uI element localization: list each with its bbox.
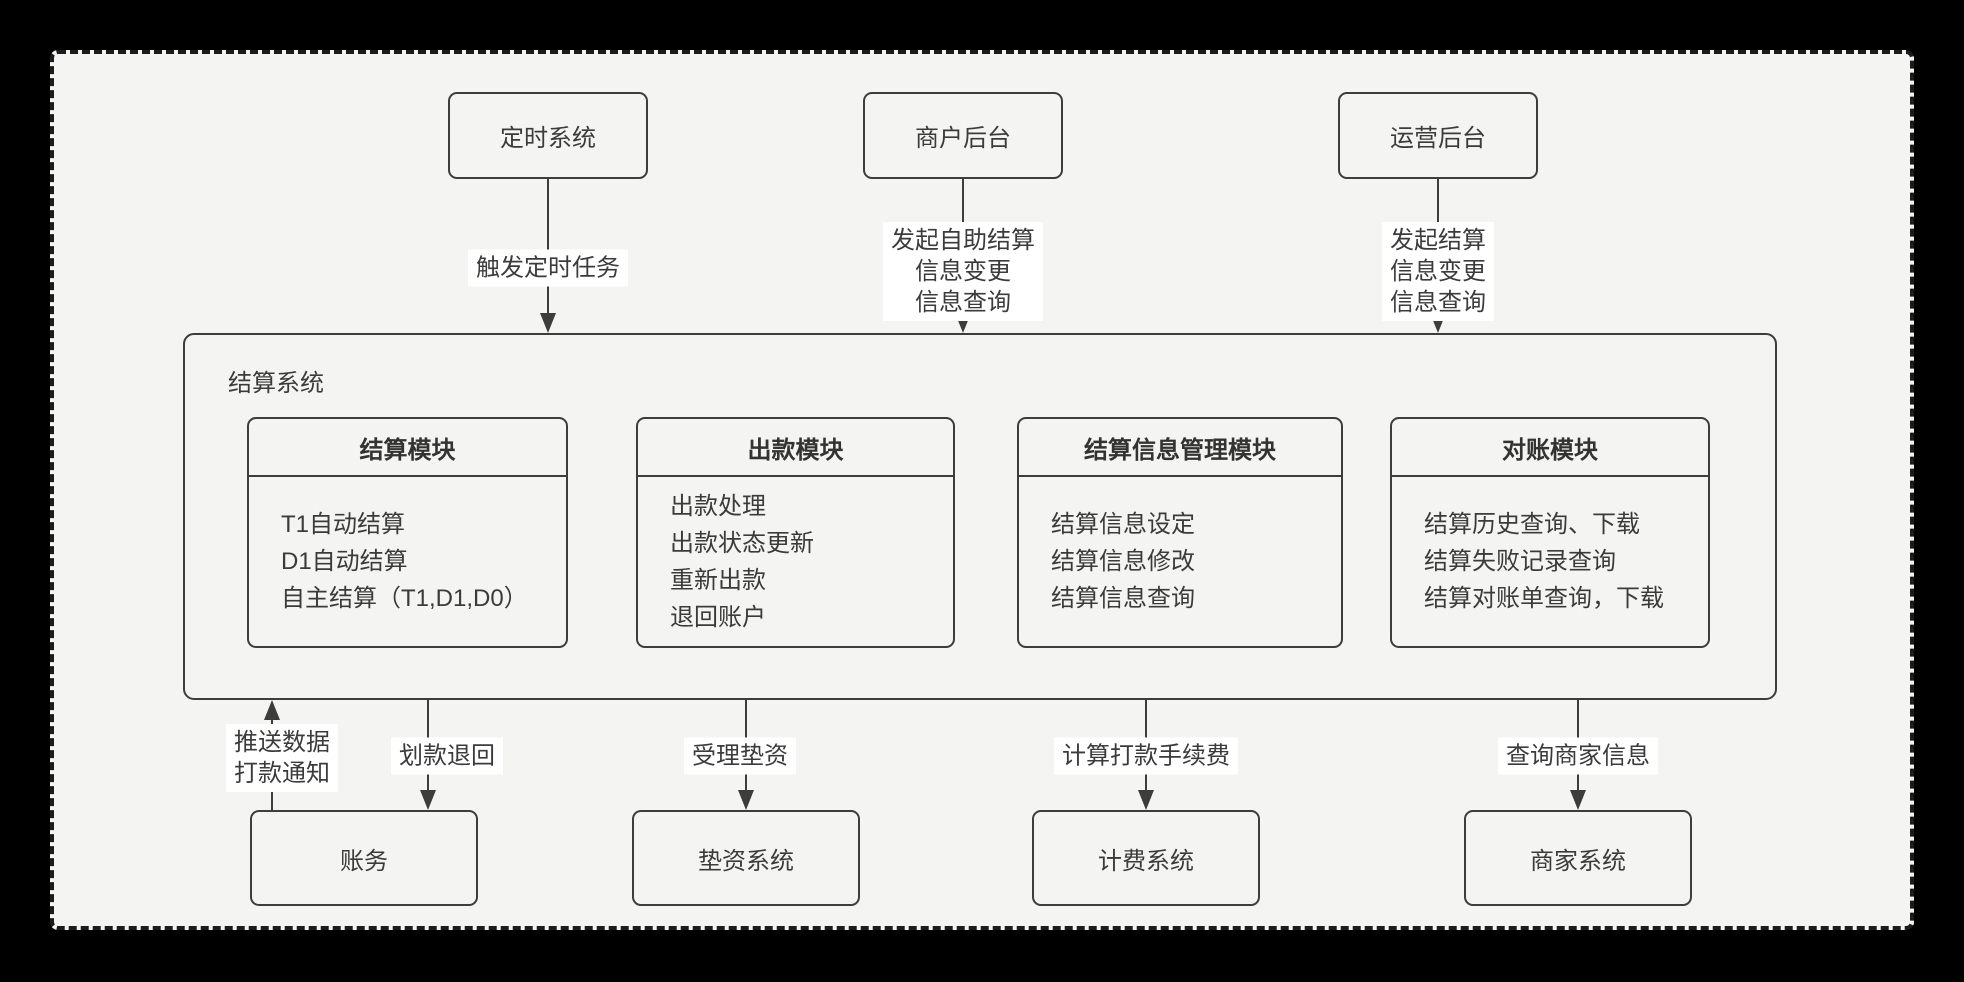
edge-label-trigger-scheduled-task: 触发定时任务 xyxy=(468,249,628,287)
node-timer-system: 定时系统 xyxy=(448,92,648,179)
node-accounting-label: 账务 xyxy=(340,847,388,875)
list-item: 出款状态更新 xyxy=(670,529,814,557)
list-item: 结算对账单查询，下载 xyxy=(1424,585,1664,612)
node-advance-system: 垫资系统 xyxy=(632,810,860,906)
settlement-system-label: 结算系统 xyxy=(228,370,324,397)
module-settlement-info-management-items: 结算信息设定 结算信息修改 结算信息查询 xyxy=(1019,477,1341,646)
settlement-system-container xyxy=(183,333,1777,700)
node-merchant-system: 商家系统 xyxy=(1464,810,1692,906)
arrow-down-icon xyxy=(738,790,754,810)
list-item: T1自动结算 xyxy=(281,511,406,538)
list-item: 结算失败记录查询 xyxy=(1424,548,1616,575)
module-payout: 出款模块 出款处理 出款状态更新 重新出款 退回账户 xyxy=(636,417,955,648)
edge-label-merchant-actions: 发起自助结算 信息变更 信息查询 xyxy=(883,222,1043,321)
edge-label-transfer-return: 划款退回 xyxy=(391,737,503,775)
module-settlement: 结算模块 T1自动结算 D1自动结算 自主结算（T1,D1,D0） xyxy=(247,417,568,648)
node-timer-system-label: 定时系统 xyxy=(500,125,596,152)
list-item: D1自动结算 xyxy=(281,548,408,575)
module-settlement-info-management: 结算信息管理模块 结算信息设定 结算信息修改 结算信息查询 xyxy=(1017,417,1343,648)
edge-label-ops-actions: 发起结算 信息变更 信息查询 xyxy=(1382,222,1494,321)
node-advance-system-label: 垫资系统 xyxy=(698,847,794,875)
node-operations-backend-label: 运营后台 xyxy=(1390,125,1486,152)
module-settlement-info-management-title: 结算信息管理模块 xyxy=(1019,419,1341,477)
list-item: 退回账户 xyxy=(670,603,766,631)
arrow-down-icon xyxy=(1570,790,1586,810)
node-merchant-backend-label: 商户后台 xyxy=(915,125,1011,152)
node-billing-system: 计费系统 xyxy=(1032,810,1260,906)
module-payout-items: 出款处理 出款状态更新 重新出款 退回账户 xyxy=(638,477,953,646)
module-settlement-title: 结算模块 xyxy=(249,419,566,477)
node-merchant-backend: 商户后台 xyxy=(863,92,1063,179)
list-item: 重新出款 xyxy=(670,566,766,594)
edge-line-timer-to-system xyxy=(547,179,549,315)
arrow-down-icon xyxy=(1138,790,1154,810)
list-item: 出款处理 xyxy=(670,492,766,520)
edge-label-query-merchant-info: 查询商家信息 xyxy=(1498,737,1658,775)
arrow-up-icon xyxy=(264,700,280,720)
module-payout-title: 出款模块 xyxy=(638,419,953,477)
list-item: 结算信息查询 xyxy=(1051,585,1195,612)
module-reconciliation-items: 结算历史查询、下载 结算失败记录查询 结算对账单查询，下载 xyxy=(1392,477,1708,646)
module-settlement-items: T1自动结算 D1自动结算 自主结算（T1,D1,D0） xyxy=(249,477,566,646)
arrow-down-icon xyxy=(420,790,436,810)
list-item: 结算信息修改 xyxy=(1051,548,1195,575)
module-reconciliation: 对账模块 结算历史查询、下载 结算失败记录查询 结算对账单查询，下载 xyxy=(1390,417,1710,648)
edge-label-calc-payment-fee: 计算打款手续费 xyxy=(1054,737,1238,775)
list-item: 自主结算（T1,D1,D0） xyxy=(281,585,528,612)
node-operations-backend: 运营后台 xyxy=(1338,92,1538,179)
module-reconciliation-title: 对账模块 xyxy=(1392,419,1708,477)
edge-label-push-data-payment-notice: 推送数据 打款通知 xyxy=(226,724,338,792)
node-merchant-system-label: 商家系统 xyxy=(1530,847,1626,875)
list-item: 结算信息设定 xyxy=(1051,511,1195,538)
node-billing-system-label: 计费系统 xyxy=(1098,847,1194,875)
list-item: 结算历史查询、下载 xyxy=(1424,511,1640,538)
arrow-down-icon xyxy=(540,313,556,333)
node-accounting: 账务 xyxy=(250,810,478,906)
edge-label-accept-advance: 受理垫资 xyxy=(684,737,796,775)
